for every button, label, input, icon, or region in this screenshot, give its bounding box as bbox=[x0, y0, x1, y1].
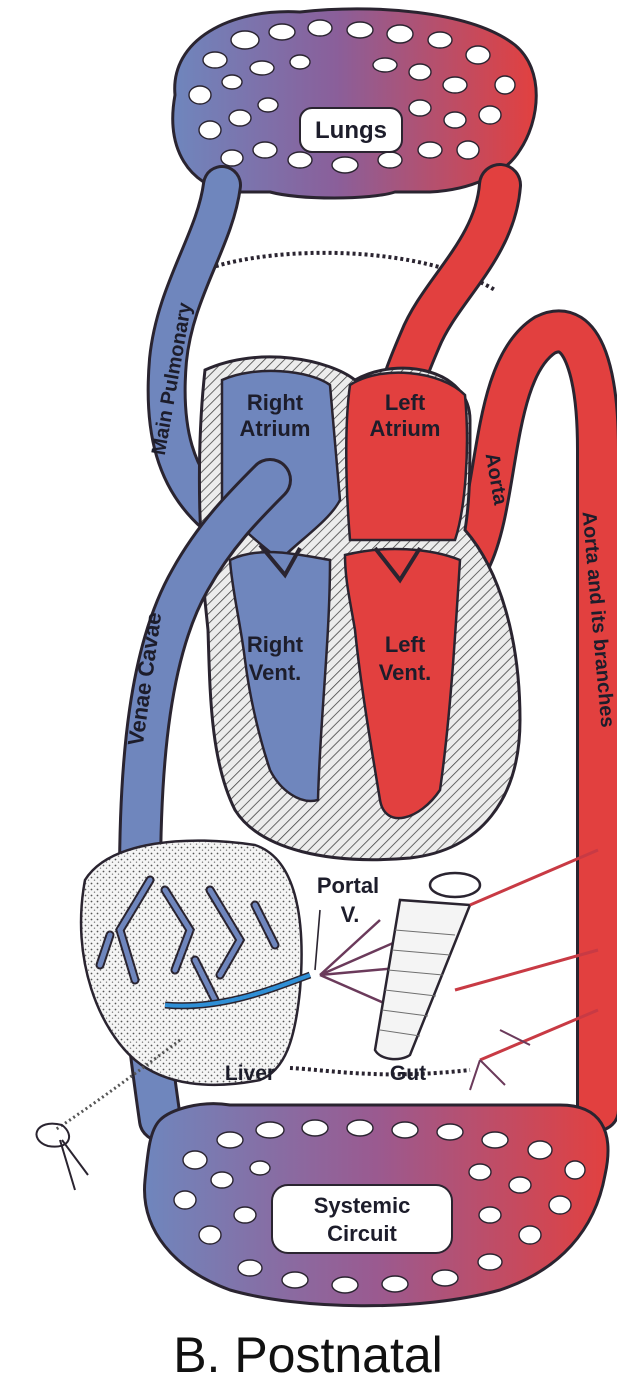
left-atrium-label-line2: Atrium bbox=[370, 416, 441, 441]
liver-label: Liver bbox=[225, 1062, 275, 1085]
portal-v-label-line1: Portal bbox=[317, 873, 379, 898]
right-vent-label-line2: Vent. bbox=[249, 660, 302, 685]
right-atrium-label-line1: Right bbox=[247, 390, 304, 415]
portal-v-label-line2: V. bbox=[341, 902, 360, 927]
gut-label: Gut bbox=[390, 1062, 426, 1085]
gut bbox=[375, 850, 598, 1090]
ligamentum-dotted-line bbox=[290, 1068, 470, 1074]
lungs-label: Lungs bbox=[315, 117, 387, 144]
left-vent-label-line2: Vent. bbox=[379, 660, 432, 685]
left-atrium-label-line1: Left bbox=[385, 390, 426, 415]
left-vent-label-line1: Left bbox=[385, 632, 426, 657]
umbilical-cord-tie-icon bbox=[37, 1124, 88, 1190]
right-vent-label-line1: Right bbox=[247, 632, 304, 657]
systemic-label-line2: Circuit bbox=[327, 1221, 397, 1246]
systemic-label-line1: Systemic bbox=[314, 1193, 411, 1218]
diagram-title: B. Postnatal bbox=[173, 1327, 443, 1383]
right-atrium-label-line2: Atrium bbox=[240, 416, 311, 441]
